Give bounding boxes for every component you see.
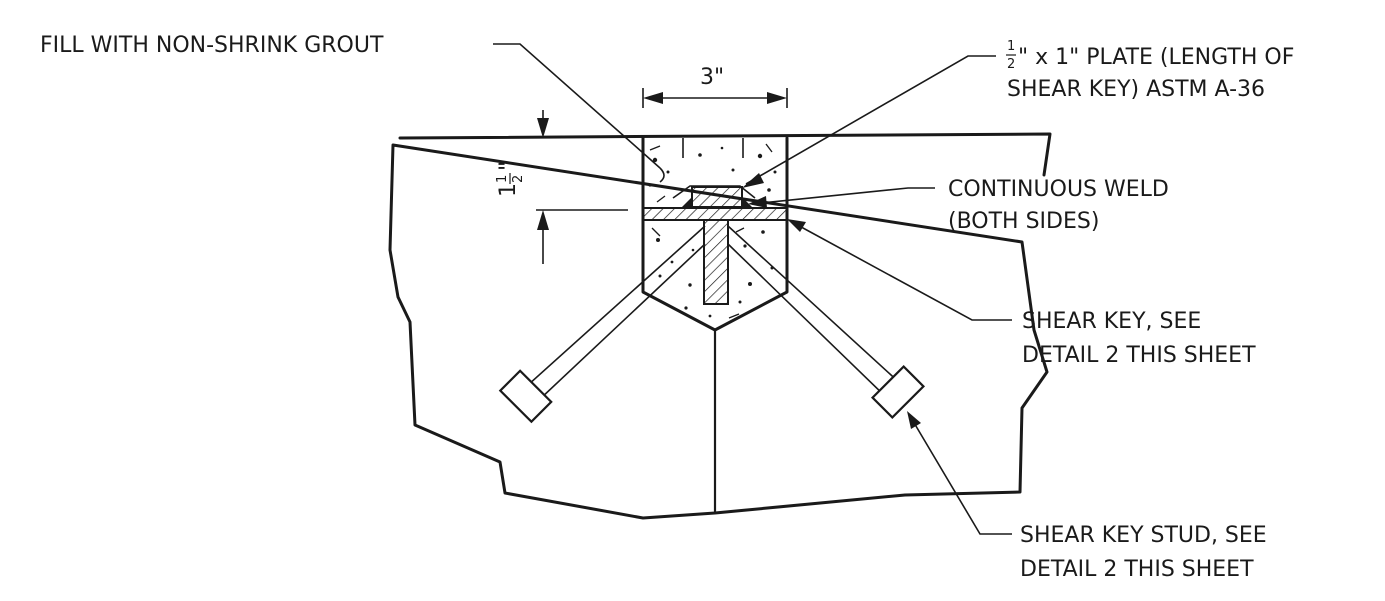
plate-fraction-num: 1: [1007, 39, 1015, 54]
label-shear-key-line2: DETAIL 2 THIS SHEET: [1022, 343, 1256, 368]
shear-key-stud-left: [498, 225, 706, 424]
width-dimension: 3": [642, 65, 788, 108]
shear-key-stem: [703, 219, 729, 305]
leader-grout: [493, 43, 665, 183]
concrete-outline: [388, 132, 1052, 520]
label-stud-line2: DETAIL 2 THIS SHEET: [1020, 557, 1254, 582]
weld-left: [682, 197, 692, 207]
depth-dimension-mark: ": [496, 161, 521, 171]
leader-weld: [748, 187, 935, 208]
grout-pocket: [641, 136, 789, 332]
grout-aggregate-strokes: [649, 143, 773, 319]
leader-plate: [742, 55, 996, 188]
label-plate-line2: SHEAR KEY) ASTM A-36: [1007, 77, 1265, 102]
depth-dimension-num: 1: [495, 175, 510, 183]
depth-dimension-whole: 1: [496, 183, 521, 197]
label-grout: FILL WITH NON-SHRINK GROUT: [40, 33, 384, 58]
embedded-plate: [642, 207, 788, 221]
label-plate-line1: " x 1" PLATE (LENGTH OF: [1018, 45, 1294, 70]
plate-fraction-den: 2: [1007, 57, 1015, 72]
label-weld-line2: (BOTH SIDES): [948, 209, 1099, 234]
label-plate: 1 2 " x 1" PLATE (LENGTH OF SHEAR KEY) A…: [1006, 39, 1294, 102]
depth-dimension-den: 2: [511, 175, 526, 183]
half-inch-plate: [691, 186, 743, 208]
label-shear-key-line1: SHEAR KEY, SEE: [1022, 309, 1201, 334]
shear-key-stud-right: [727, 225, 926, 420]
weld-right: [742, 197, 752, 207]
label-weld-line1: CONTINUOUS WELD: [948, 177, 1169, 202]
depth-dimension: 1 1 2 ": [495, 110, 628, 264]
grout-aggregate: [648, 146, 777, 318]
width-dimension-text: 3": [700, 65, 724, 90]
leader-shear-key: [787, 219, 1012, 321]
leader-shear-key-stud: [907, 411, 1012, 535]
label-stud-line1: SHEAR KEY STUD, SEE: [1020, 523, 1267, 548]
